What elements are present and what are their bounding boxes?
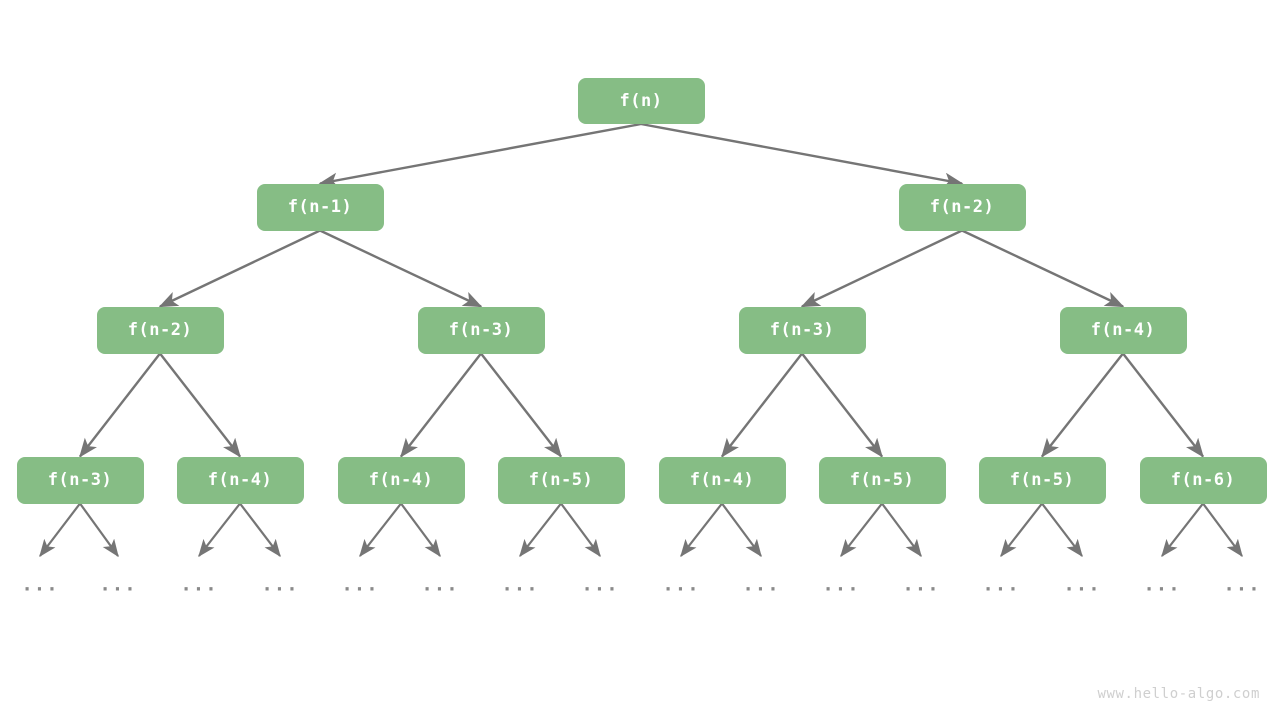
edge-n6-to-n13: [1041, 352, 1124, 458]
tree-node-n9: f(n-4): [337, 456, 465, 504]
tree-edges: [79, 122, 1204, 458]
leaf-stub-edge-2: [198, 502, 241, 558]
edge-n4-to-n9: [400, 352, 482, 458]
tree-node-n7: f(n-3): [16, 456, 144, 504]
tree-node-n10: f(n-5): [497, 456, 625, 504]
watermark: www.hello-algo.com: [1097, 686, 1260, 702]
edge-n5-to-n12: [801, 352, 883, 458]
edge-n4-to-n10: [480, 352, 562, 458]
tree-node-n11: f(n-4): [658, 456, 786, 504]
tree-node-n0: f(n): [577, 78, 705, 124]
tree-node-n13: f(n-5): [978, 456, 1106, 504]
leaf-stub-edge-14: [1161, 502, 1204, 558]
edge-n6-to-n14: [1122, 352, 1204, 458]
edge-n2-to-n6: [961, 229, 1125, 308]
edge-n0-to-n1: [318, 122, 642, 188]
ellipsis-marker-14: ...: [1143, 573, 1181, 596]
leaf-stub-edge-7: [560, 502, 601, 558]
edge-n2-to-n5: [800, 229, 963, 308]
tree-node-n12: f(n-5): [818, 456, 946, 504]
ellipsis-marker-5: ...: [421, 573, 459, 596]
ellipsis-marker-12: ...: [982, 573, 1020, 596]
tree-node-n5: f(n-3): [738, 306, 866, 354]
leaf-stub-edge-4: [359, 502, 402, 558]
edge-n5-to-n11: [721, 352, 803, 458]
leaf-stub-edge-1: [79, 502, 119, 558]
tree-node-n3: f(n-2): [96, 306, 224, 354]
tree-node-n8: f(n-4): [176, 456, 304, 504]
leaf-stub-edge-15: [1202, 502, 1243, 558]
tree-node-n6: f(n-4): [1059, 306, 1187, 354]
ellipsis-marker-4: ...: [341, 573, 379, 596]
ellipsis-marker-1: ...: [99, 573, 137, 596]
leaf-stub-edges: [39, 502, 1243, 558]
ellipsis-marker-2: ...: [180, 573, 218, 596]
leaf-stub-edge-5: [400, 502, 441, 558]
leaf-stub-edge-13: [1041, 502, 1083, 558]
ellipsis-marker-9: ...: [742, 573, 780, 596]
ellipsis-marker-8: ...: [662, 573, 700, 596]
edge-n3-to-n7: [79, 352, 161, 458]
leaf-stub-edge-12: [1000, 502, 1043, 558]
leaf-stub-edge-10: [840, 502, 883, 558]
ellipsis-marker-11: ...: [902, 573, 940, 596]
ellipsis-marker-7: ...: [581, 573, 619, 596]
tree-node-n2: f(n-2): [898, 183, 1026, 231]
leaf-stub-edge-3: [239, 502, 281, 558]
tree-node-n14: f(n-6): [1139, 456, 1267, 504]
ellipsis-marker-3: ...: [261, 573, 299, 596]
ellipsis-marker-15: ...: [1223, 573, 1261, 596]
edge-n3-to-n8: [159, 352, 241, 458]
ellipsis-marker-6: ...: [501, 573, 539, 596]
ellipsis-marker-0: ...: [21, 573, 59, 596]
edge-n0-to-n2: [640, 122, 964, 188]
tree-node-n4: f(n-3): [417, 306, 545, 354]
edge-n1-to-n3: [158, 229, 321, 308]
ellipsis-marker-13: ...: [1063, 573, 1101, 596]
leaf-stub-edge-9: [721, 502, 762, 558]
leaf-stub-edge-8: [680, 502, 723, 558]
edge-n1-to-n4: [319, 229, 483, 308]
ellipsis-marker-10: ...: [822, 573, 860, 596]
leaf-stub-edge-0: [39, 502, 81, 558]
leaf-stub-edge-6: [519, 502, 562, 558]
tree-node-n1: f(n-1): [256, 183, 384, 231]
leaf-stub-edge-11: [881, 502, 922, 558]
